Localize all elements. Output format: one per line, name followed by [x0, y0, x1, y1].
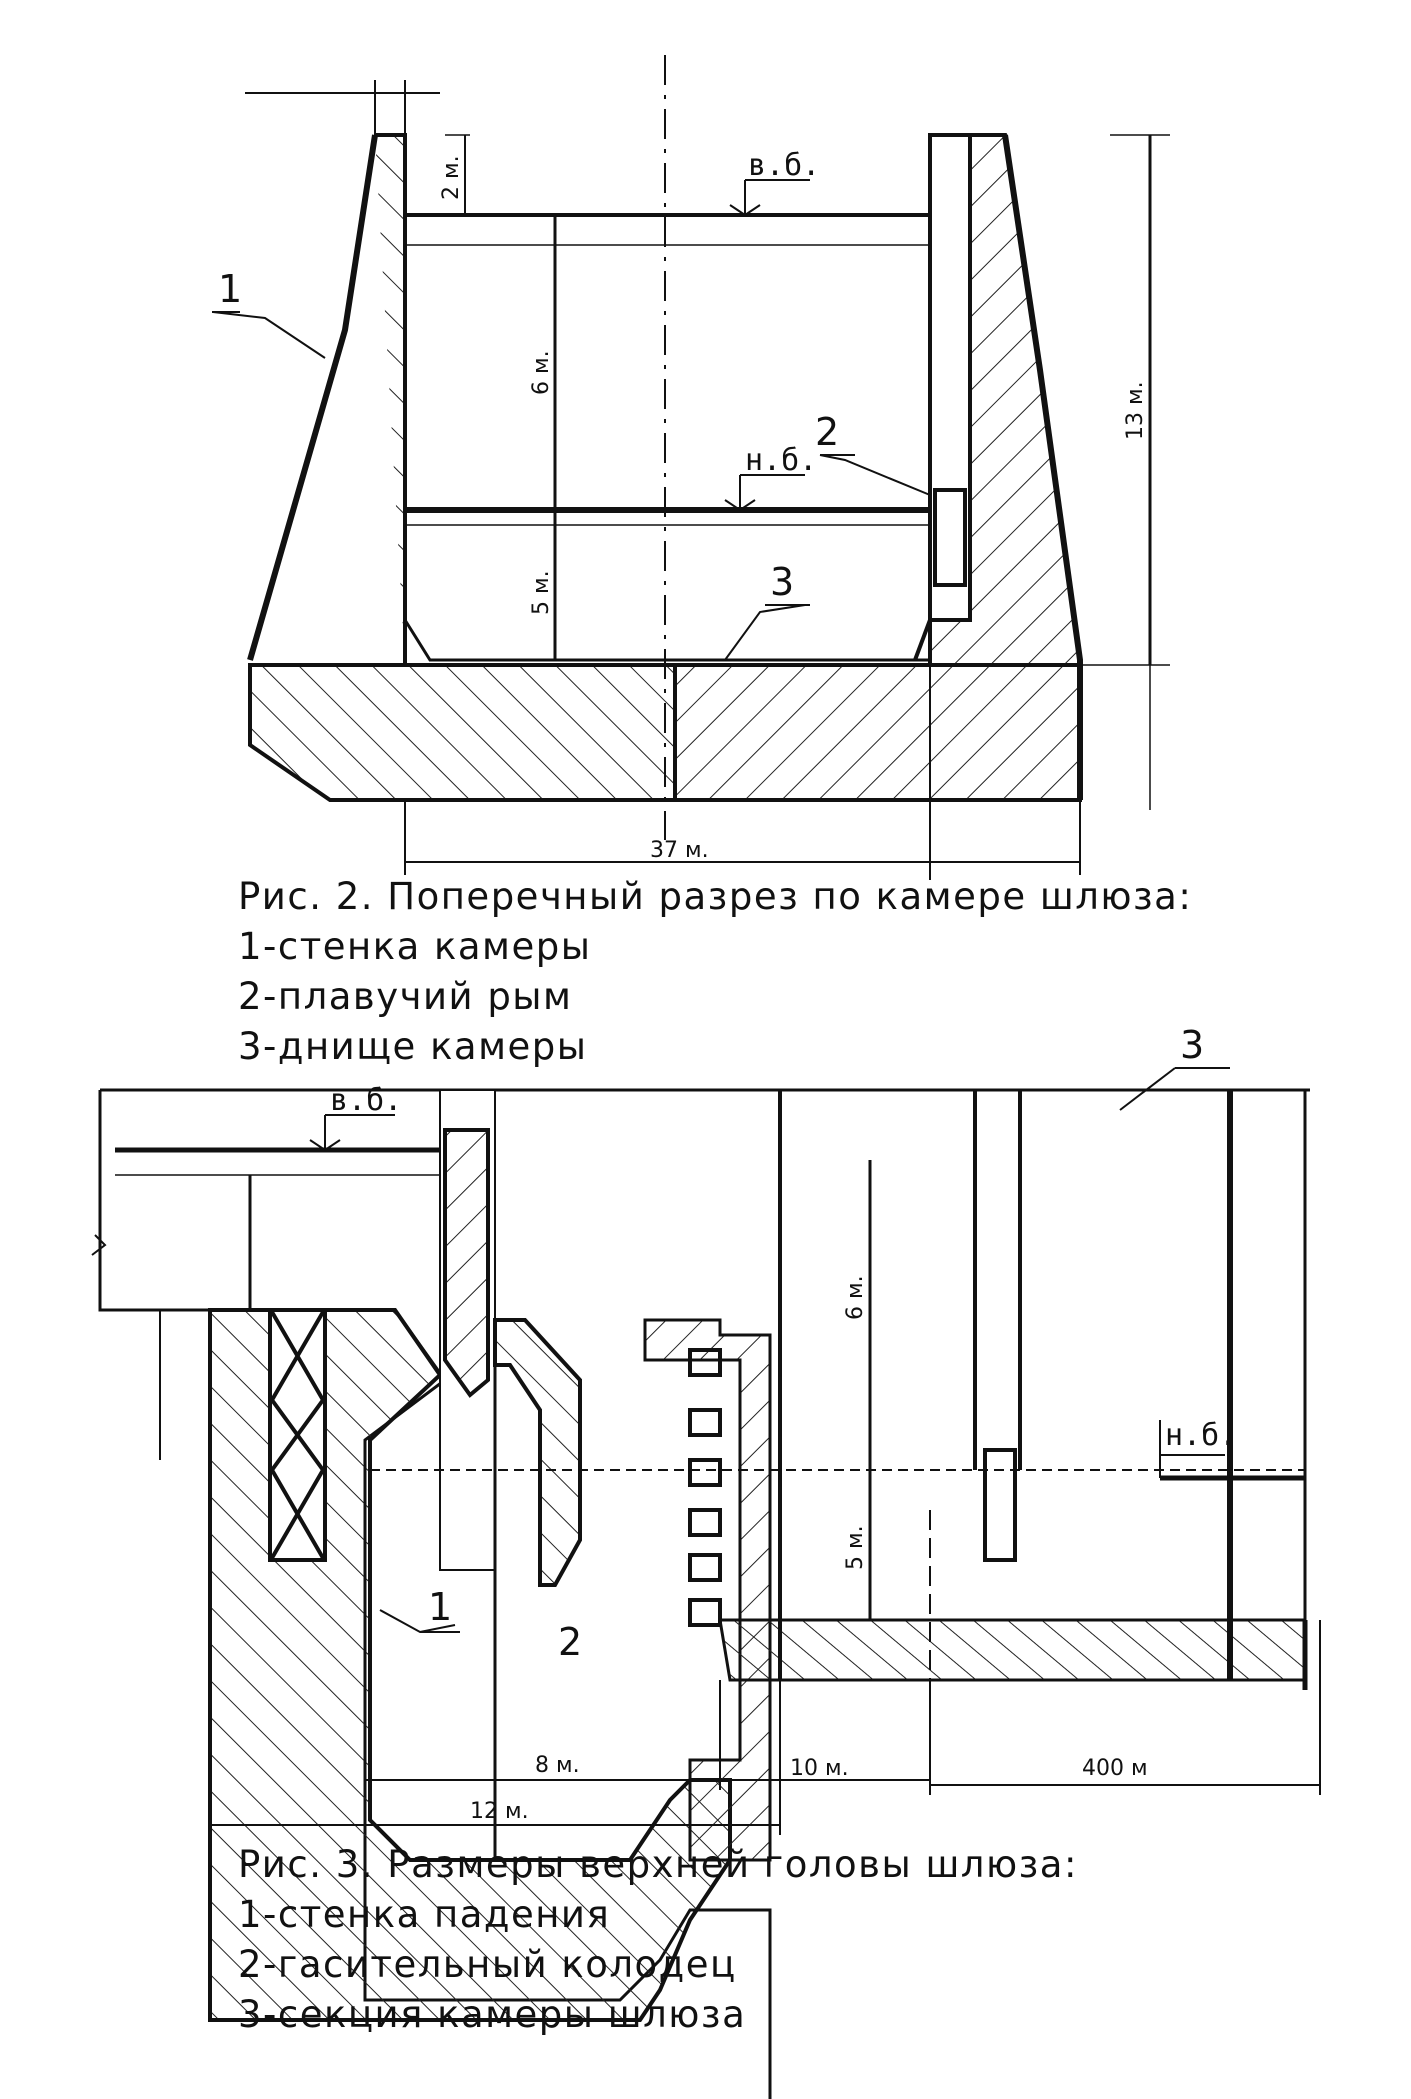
fall-wall	[443, 1128, 490, 1398]
fig2-dim-top: 2 м.	[439, 155, 464, 200]
fig2-dim-upper: 6 м.	[529, 350, 554, 395]
fig3-level-upper: в.б.	[330, 1083, 402, 1118]
fig3-label-wall: 1	[428, 1585, 452, 1629]
fig3-dim-10m: 10 м.	[790, 1756, 849, 1781]
fig3-label-well: 2	[558, 1620, 582, 1664]
fig3-dim-12m: 12 м.	[470, 1799, 529, 1824]
fig3-dim-400m: 400 м	[1082, 1756, 1148, 1781]
fig3-caption-title: Рис. 3. Размеры верхней головы шлюза:	[238, 1843, 1078, 1886]
fig2-label-ring: 2	[815, 410, 839, 454]
chamber-floor-strip	[718, 1618, 1307, 1682]
fig2-dim-width: 37 м.	[650, 838, 709, 863]
fig3-dim-8m: 8 м.	[535, 1753, 580, 1778]
fig2-caption: Рис. 2. Поперечный разрез по камере шлюз…	[238, 872, 1192, 1072]
fig2-label-wall: 1	[218, 267, 242, 311]
fig3-dim-upper: 6 м.	[843, 1275, 868, 1320]
figure-2-cross-section	[212, 55, 1170, 880]
baffle-openings	[688, 1348, 722, 1627]
fig2-dim-lower: 5 м.	[529, 570, 554, 615]
fig3-caption-item-1: 1-стенка падения	[238, 1893, 611, 1936]
fig3-label-section: 3	[1180, 1023, 1204, 1067]
fig3-caption: Рис. 3. Размеры верхней головы шлюза: 1-…	[238, 1840, 1078, 2040]
head-hatched-body	[208, 1308, 732, 2022]
fig2-dim-total: 13 м.	[1123, 381, 1148, 440]
fig3-caption-item-3: 3-секция камеры шлюза	[238, 1993, 747, 2036]
chamber-wall-left	[248, 133, 677, 802]
floating-ring	[933, 488, 967, 587]
fig2-level-upper: в.б.	[748, 148, 820, 183]
fig3-level-lower: н.б.	[1165, 1418, 1237, 1453]
fig2-caption-item-2: 2-плавучий рым	[238, 975, 573, 1018]
fig2-caption-title: Рис. 2. Поперечный разрез по камере шлюз…	[238, 875, 1193, 918]
fig2-label-floor: 3	[770, 560, 794, 604]
baffle-block	[643, 1318, 772, 1862]
fig2-level-lower: н.б.	[745, 443, 817, 478]
fig2-caption-item-3: 3-днище камеры	[238, 1025, 588, 1068]
stilling-well	[493, 1318, 582, 1587]
fig2-caption-item-1: 1-стенка камеры	[238, 925, 592, 968]
figure-3-upper-head	[91, 1067, 1321, 2099]
fig3-dim-lower: 5 м.	[843, 1525, 868, 1570]
chamber-floor	[403, 619, 930, 662]
fig3-caption-item-2: 2-гасительный колодец	[238, 1943, 737, 1986]
